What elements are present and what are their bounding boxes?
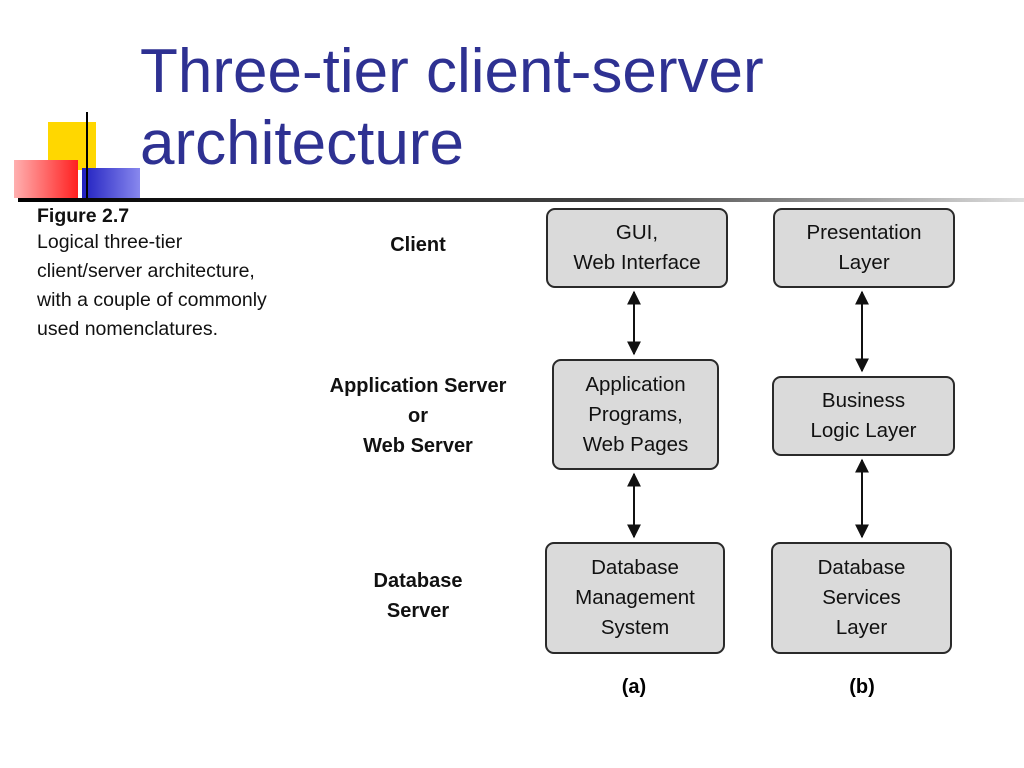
box-text: Management xyxy=(575,586,695,609)
box-presentation-layer: Presentation Layer xyxy=(773,208,955,288)
box-text: Database xyxy=(591,556,679,579)
box-text: Logic Layer xyxy=(810,419,917,442)
caption-line: with a couple of commonly xyxy=(37,289,267,311)
title-line-1: Three-tier client-server xyxy=(140,37,764,106)
caption-line: Logical three-tier xyxy=(37,231,183,253)
tier-label-client: Client xyxy=(358,230,478,260)
tier-label-text: Client xyxy=(390,234,446,256)
title-divider xyxy=(18,198,1024,202)
column-label-b: (b) xyxy=(849,676,875,698)
tier-label-database: Database Server xyxy=(348,566,488,626)
slide-title: Three-tier client-server architecture xyxy=(140,36,1000,180)
tier-label-application: Application Server or Web Server xyxy=(308,371,528,461)
box-database-services-layer: Database Services Layer xyxy=(771,542,952,654)
box-text: GUI, xyxy=(615,221,659,244)
column-label-a: (a) xyxy=(621,676,647,698)
box-text: System xyxy=(600,616,670,639)
tier-label-text: Application Server xyxy=(329,375,507,397)
tier-label-text: Server xyxy=(386,600,450,622)
tier-label-text: or xyxy=(408,405,428,427)
box-gui-web-interface: GUI, Web Interface xyxy=(546,208,728,288)
deco-vertical-line xyxy=(86,112,88,202)
box-text: Programs, xyxy=(588,402,683,426)
box-application-programs: Application Programs, Web Pages xyxy=(552,359,719,470)
caption-line: used nomenclatures. xyxy=(37,318,219,340)
box-text: Business xyxy=(821,389,906,412)
box-text: Services xyxy=(822,586,901,609)
figure-caption: Figure 2.7 Logical three-tier client/ser… xyxy=(37,204,337,344)
deco-blue-square xyxy=(82,168,140,202)
box-text: Layer xyxy=(835,616,888,639)
deco-red-square xyxy=(14,160,78,198)
caption-line: client/server architecture, xyxy=(37,260,255,282)
tier-label-text: Web Server xyxy=(363,435,473,457)
box-text: Web Pages xyxy=(582,432,689,456)
box-database-management-system: Database Management System xyxy=(545,542,725,654)
box-text: Application xyxy=(585,372,686,396)
box-text: Web Interface xyxy=(573,251,701,274)
box-text: Database xyxy=(817,556,906,579)
box-text: Layer xyxy=(838,251,890,274)
figure-number: Figure 2.7 xyxy=(37,205,130,227)
box-business-logic-layer: Business Logic Layer xyxy=(772,376,955,456)
tier-label-text: Database xyxy=(373,570,463,592)
title-line-2: architecture xyxy=(140,109,464,178)
box-text: Presentation xyxy=(806,221,922,244)
